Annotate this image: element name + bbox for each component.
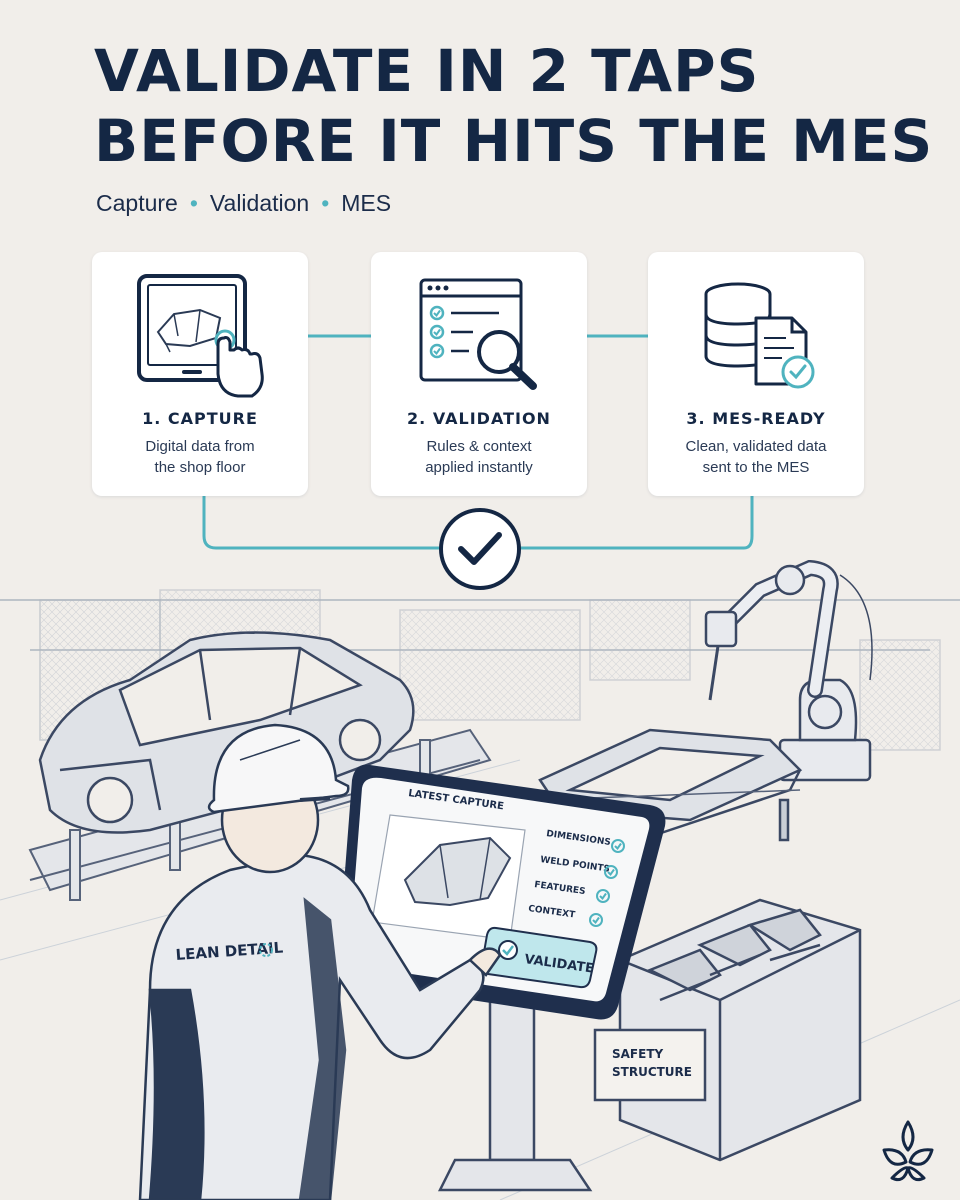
step-title-capture: 1. CAPTURE bbox=[142, 409, 258, 428]
worker-figure bbox=[138, 723, 502, 1200]
step-desc-validation: Rules & context applied instantly bbox=[385, 436, 573, 478]
step-desc-mes-ready: Clean, validated data sent to the MES bbox=[662, 436, 850, 478]
tablet-touch-icon bbox=[137, 274, 264, 398]
factory-scene: SAFETY STRUCTURE LATEST CAPTURE DIMENSIO… bbox=[0, 560, 960, 1200]
subline-capture: Capture bbox=[96, 190, 178, 216]
parts-crate bbox=[593, 898, 862, 1162]
step-desc-capture: Digital data from the shop floor bbox=[106, 436, 294, 478]
brand-logo-icon bbox=[882, 1120, 934, 1182]
validate-check-mark bbox=[502, 945, 514, 956]
check-status-icons bbox=[589, 839, 625, 927]
subline: Capture • Validation • MES bbox=[96, 190, 391, 217]
headline: VALIDATE IN 2 TAPS BEFORE IT HITS THE ME… bbox=[94, 36, 933, 176]
step-title-validation: 2. VALIDATION bbox=[407, 409, 551, 428]
step-desc-line: Rules & context bbox=[426, 438, 532, 455]
crate-label-line-2: STRUCTURE bbox=[612, 1065, 692, 1079]
check-badge-icon bbox=[439, 508, 521, 590]
checklist-magnifier-icon bbox=[419, 278, 537, 390]
step-card-mes-ready: 3. MES-READY Clean, validated data sent … bbox=[648, 252, 864, 496]
subline-separator: • bbox=[189, 190, 198, 216]
subline-validation: Validation bbox=[209, 190, 310, 216]
step-card-validation: 2. VALIDATION Rules & context applied in… bbox=[371, 252, 587, 496]
welding-robot bbox=[704, 560, 873, 782]
validate-check-icon bbox=[498, 940, 518, 960]
subline-mes: MES bbox=[341, 190, 392, 216]
validate-button[interactable]: VALIDATE bbox=[480, 926, 598, 989]
database-document-icon bbox=[704, 282, 815, 389]
subline-separator: • bbox=[321, 190, 330, 216]
crate-label-line-1: SAFETY bbox=[612, 1047, 664, 1061]
headline-line-2: BEFORE IT HITS THE MES bbox=[94, 107, 934, 175]
step-title-mes-ready: 3. MES-READY bbox=[686, 409, 826, 428]
step-desc-line: applied instantly bbox=[425, 459, 533, 476]
step-desc-line: the shop floor bbox=[154, 459, 246, 476]
step-card-capture: 1. CAPTURE Digital data from the shop fl… bbox=[92, 252, 308, 496]
headline-line-1: VALIDATE IN 2 TAPS bbox=[94, 37, 760, 105]
step-desc-line: sent to the MES bbox=[702, 459, 810, 476]
kiosk-stand bbox=[437, 998, 593, 1192]
step-desc-line: Clean, validated data bbox=[685, 438, 827, 455]
flow-connector bbox=[202, 334, 754, 590]
jacket-logo-icon bbox=[259, 943, 273, 957]
step-desc-line: Digital data from bbox=[145, 438, 255, 455]
